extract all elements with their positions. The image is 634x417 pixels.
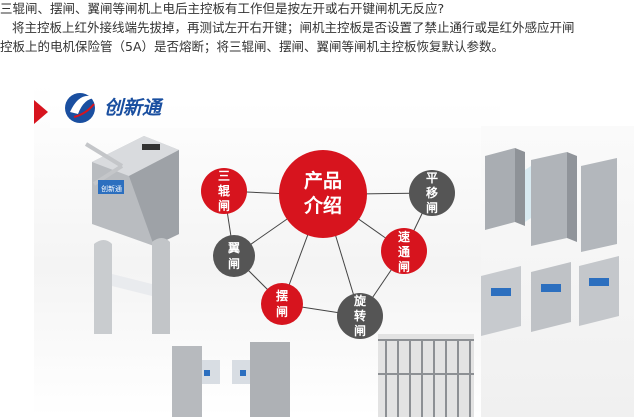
svg-text:旋: 旋 <box>353 293 367 308</box>
svg-text:闸: 闸 <box>276 304 288 319</box>
center-title-line-1: 产品 <box>304 169 342 192</box>
node-sliding-gate: 平 移 闸 <box>409 170 455 216</box>
article-line-2: 将主控板上红外接线端先拔掉，再测试左开右开键；闸机主控板是否设置了禁止通行或是红… <box>12 20 575 35</box>
red-arrow-icon <box>34 100 48 124</box>
brand-logo-icon <box>65 93 96 123</box>
device-label: 创新通 <box>101 184 122 193</box>
side-products-graphic <box>481 148 619 336</box>
svg-text:速: 速 <box>398 229 410 244</box>
speed-gate-image <box>481 256 619 336</box>
svg-text:闸: 闸 <box>354 323 366 338</box>
tripod-turnstile-image: 创新通 <box>84 136 179 246</box>
article-line-1: 三辊闸、摆闸、翼闸等闸机上电后主控板有工作但是按左开或右开键闸机无反应? <box>0 1 445 16</box>
svg-text:闸: 闸 <box>398 259 410 274</box>
gate-products-image <box>481 126 634 417</box>
sliding-gate-image <box>485 148 617 252</box>
svg-text:摆: 摆 <box>276 288 288 303</box>
svg-text:闸: 闸 <box>228 256 240 271</box>
node-tripod-gate: 三 辊 闸 <box>201 168 247 214</box>
svg-text:转: 转 <box>354 308 366 323</box>
svg-text:三: 三 <box>218 169 230 183</box>
node-wing-gate: 翼 闸 <box>213 235 255 277</box>
wing-gate-image <box>172 342 290 417</box>
banner-graphic: 创新通 创新通 <box>34 84 500 417</box>
svg-text:翼: 翼 <box>227 241 240 255</box>
svg-text:闸: 闸 <box>426 200 438 215</box>
svg-text:闸: 闸 <box>218 198 230 213</box>
brand-name: 创新通 <box>104 97 164 119</box>
node-speed-gate: 速 通 闸 <box>381 228 427 274</box>
article-line-3: 控板上的电机保险管（5A）是否熔断；将三辊闸、摆闸、翼闸等闸机主控板恢复默认参数… <box>0 39 505 54</box>
svg-text:辊: 辊 <box>218 183 230 198</box>
center-title-line-2: 介绍 <box>303 194 342 217</box>
svg-text:移: 移 <box>426 185 438 200</box>
node-swing-gate: 摆 闸 <box>261 283 303 325</box>
svg-text:通: 通 <box>398 244 410 259</box>
full-height-turnstile-image <box>378 334 474 417</box>
svg-text:平: 平 <box>426 171 438 185</box>
product-intro-center: 产品 介绍 <box>279 150 367 238</box>
product-banner: 创新通 创新通 <box>34 84 500 417</box>
swing-gate-image <box>94 238 170 334</box>
node-rotary-gate: 旋 转 闸 <box>337 293 383 339</box>
